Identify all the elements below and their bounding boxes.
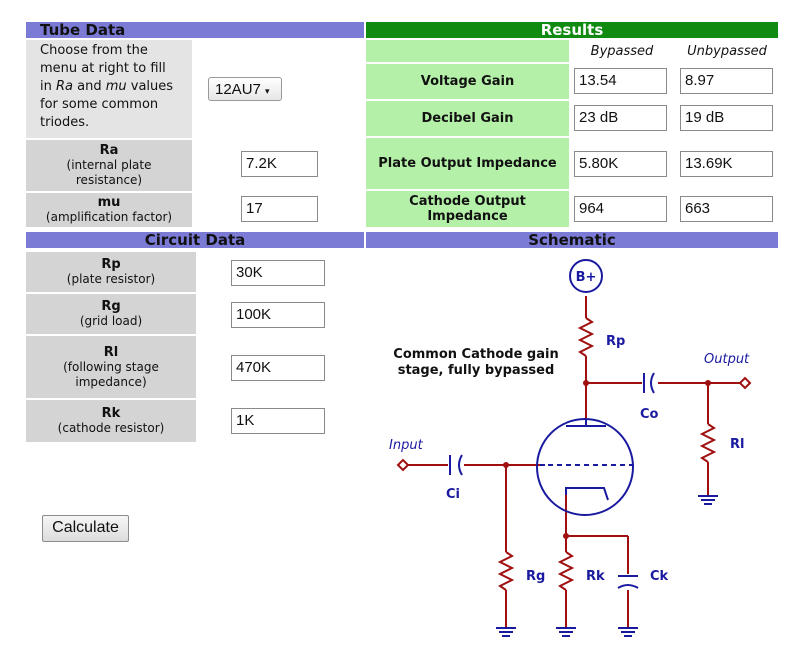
cathode-label-line: Impedance (427, 209, 508, 224)
chevron-down-icon: ▾ (265, 86, 270, 96)
ci-schematic-label: Ci (446, 487, 460, 502)
cathode-impedance-bypassed[interactable]: 964 (574, 196, 667, 222)
rp-input[interactable]: 30K (231, 260, 325, 286)
rk-input[interactable]: 1K (231, 408, 325, 434)
rk-label: Rk (cathode resistor) (26, 400, 196, 442)
caption-line1: Common Cathode gain (393, 347, 558, 362)
rk-sub: (cathode resistor) (57, 421, 165, 435)
tube-select[interactable]: 12AU7 ▾ (208, 77, 282, 101)
ra-label: Ra (internal plate resistance) (26, 140, 192, 191)
desc-line: for some common (40, 97, 159, 112)
voltage-gain-label: Voltage Gain (366, 64, 569, 99)
schematic-diagram: B+ Common Cathode gain stage, fully bypa… (389, 259, 752, 637)
tube-data-header: Tube Data (26, 22, 364, 38)
decibel-gain-unbypassed[interactable]: 19 dB (680, 105, 773, 131)
voltage-gain-bypassed[interactable]: 13.54 (574, 68, 667, 94)
mu-label: mu (amplification factor) (26, 193, 192, 227)
mu-input[interactable]: 17 (241, 196, 318, 222)
rp-label: Rp (plate resistor) (26, 252, 196, 292)
rl-sub: impedance) (75, 374, 147, 389)
calculate-button[interactable]: Calculate (42, 515, 129, 542)
rl-schematic-label: Rl (730, 437, 744, 452)
cathode-impedance-unbypassed[interactable]: 663 (680, 196, 773, 222)
plate-impedance-bypassed[interactable]: 5.80K (574, 151, 667, 177)
rl-sub: (following stage (63, 359, 159, 374)
rg-input[interactable]: 100K (231, 302, 325, 328)
rl-input[interactable]: 470K (231, 355, 325, 381)
rg-sub: (grid load) (79, 314, 143, 328)
decibel-gain-label: Decibel Gain (366, 101, 569, 136)
desc-text: in (40, 79, 56, 94)
ra-input[interactable]: 7.2K (241, 151, 318, 177)
results-header: Results (366, 22, 778, 38)
output-label: Output (704, 352, 750, 367)
col-unbypassed: Unbypassed (687, 44, 767, 59)
co-schematic-label: Co (640, 407, 659, 422)
plate-impedance-unbypassed[interactable]: 13.69K (680, 151, 773, 177)
cathode-output-impedance-label: Cathode Output Impedance (366, 191, 569, 227)
desc-line: in Ra and mu values (40, 78, 192, 96)
tube-description: Choose from the menu at right to fill in… (26, 40, 192, 138)
bplus-label: B+ (576, 270, 597, 285)
ra-sub: resistance) (75, 173, 143, 187)
rl-title: Rl (103, 344, 119, 360)
rg-title: Rg (101, 299, 121, 314)
mu-title: mu (97, 195, 121, 210)
rg-schematic-label: Rg (526, 569, 545, 584)
desc-line: menu at right to fill (40, 61, 166, 76)
circuit-data-header: Circuit Data (26, 232, 364, 248)
voltage-gain-unbypassed[interactable]: 8.97 (680, 68, 773, 94)
col-bypassed: Bypassed (590, 44, 654, 59)
rk-schematic-label: Rk (586, 569, 605, 584)
rp-title: Rp (101, 257, 121, 272)
desc-line: triodes. (40, 115, 90, 130)
rg-label: Rg (grid load) (26, 294, 196, 334)
rl-label: Rl (following stage impedance) (26, 336, 196, 398)
decibel-gain-bypassed[interactable]: 23 dB (574, 105, 667, 131)
plate-output-impedance-label: Plate Output Impedance (366, 138, 569, 189)
ck-schematic-label: Ck (650, 569, 669, 584)
cathode-label-line: Cathode Output (409, 194, 526, 209)
desc-text: and (72, 79, 106, 94)
mu-sub: (amplification factor) (45, 210, 173, 224)
schematic-header: Schematic (366, 232, 778, 248)
desc-mu: mu (105, 79, 127, 94)
rp-schematic-label: Rp (606, 334, 625, 349)
ra-title: Ra (99, 143, 119, 158)
desc-line: Choose from the (40, 43, 148, 58)
rp-sub: (plate resistor) (66, 272, 156, 286)
input-label: Input (389, 438, 424, 453)
caption-line2: stage, fully bypassed (398, 363, 555, 378)
desc-text: values (126, 79, 174, 94)
results-corner (366, 40, 569, 62)
tube-select-value: 12AU7 (215, 81, 261, 98)
ra-sub: (internal plate (66, 158, 152, 172)
desc-ra: Ra (55, 79, 73, 94)
rk-title: Rk (101, 406, 121, 421)
